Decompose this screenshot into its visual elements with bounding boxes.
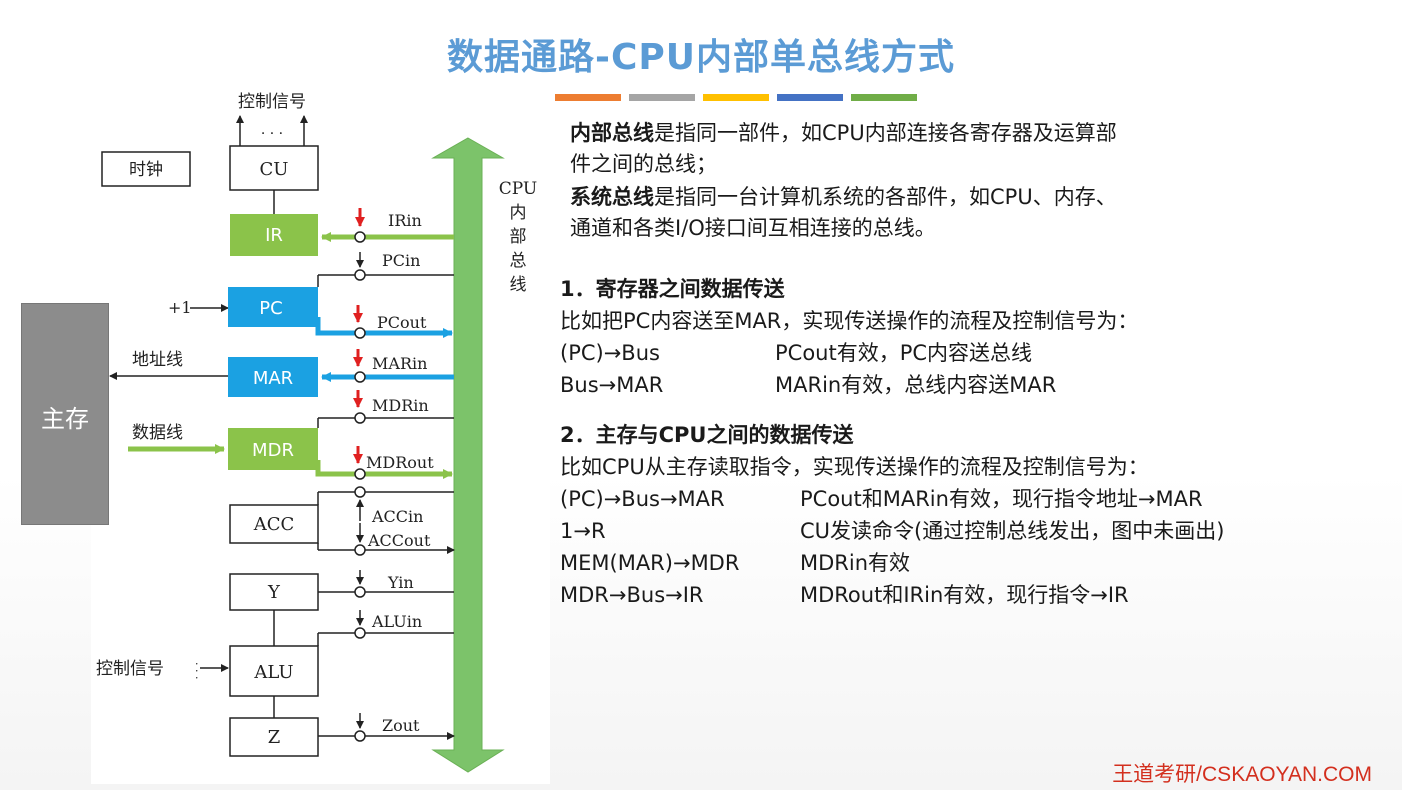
section2-row-1: (PC)→Bus→MAR PCout和MARin有效，现行指令地址→MAR — [560, 484, 1380, 515]
section1-row-2: Bus→MAR MARin有效，总线内容送MAR — [560, 370, 1260, 401]
system-bus-def-2: 通道和各类I/O接口间互相连接的总线。 — [570, 216, 936, 240]
section2-desc-1: PCout和MARin有效，现行指令地址→MAR — [800, 487, 1203, 511]
internal-bus-def-1: 是指同一部件，如CPU内部连接各寄存器及运算部 — [654, 121, 1117, 145]
section1-step-2: Bus→MAR — [560, 373, 664, 397]
section2-step-1: (PC)→Bus→MAR — [560, 487, 725, 511]
section2-row-2: 1→R CU发读命令(通过控制总线发出，图中未画出) — [560, 516, 1380, 547]
section2-desc-2: CU发读命令(通过控制总线发出，图中未画出) — [800, 519, 1225, 543]
accent-bar-orange — [555, 94, 621, 101]
section2-row-4: MDR→Bus→IR MDRout和IRin有效，现行指令→IR — [560, 580, 1380, 611]
section1-desc-2: MARin有效，总线内容送MAR — [775, 373, 1057, 397]
section2-step-3: MEM(MAR)→MDR — [560, 551, 740, 575]
accent-bar-blue — [777, 94, 843, 101]
footer-brand: 王道考研/CSKAOYAN.COM — [1112, 763, 1372, 786]
system-bus-term: 系统总线 — [570, 185, 654, 209]
internal-bus-definition: 内部总线是指同一部件，如CPU内部连接各寄存器及运算部 件之间的总线； — [570, 118, 1270, 180]
system-bus-def-1: 是指同一台计算机系统的各部件，如CPU、内存、 — [654, 185, 1117, 209]
main-memory-block: 主存 — [21, 303, 109, 525]
section1-desc-1: PCout有效，PC内容送总线 — [775, 341, 1033, 365]
main-memory-label: 主存 — [41, 405, 89, 433]
section1-intro: 比如把PC内容送至MAR，实现传送操作的流程及控制信号为： — [560, 309, 1139, 333]
internal-bus-def-2: 件之间的总线； — [570, 152, 717, 176]
internal-bus-line-1: 内部总线是指同一部件，如CPU内部连接各寄存器及运算部 — [570, 118, 1270, 149]
system-bus-line-1: 系统总线是指同一台计算机系统的各部件，如CPU、内存、 — [570, 182, 1270, 213]
section2-row-3: MEM(MAR)→MDR MDRin有效 — [560, 548, 1380, 579]
section2-step-2: 1→R — [560, 519, 606, 543]
accent-bar-green — [851, 94, 917, 101]
section2-step-4: MDR→Bus→IR — [560, 583, 704, 607]
section2-heading: 2．主存与CPU之间的数据传送 — [560, 423, 854, 447]
diagram-panel — [91, 82, 550, 784]
accent-bar-gray — [629, 94, 695, 101]
page-title: 数据通路-CPU内部单总线方式 — [447, 37, 955, 78]
accent-bar-yellow — [703, 94, 769, 101]
section1-row-1: (PC)→Bus PCout有效，PC内容送总线 — [560, 338, 1260, 369]
section2-desc-4: MDRout和IRin有效，现行指令→IR — [800, 583, 1129, 607]
section2-intro: 比如CPU从主存读取指令，实现传送操作的流程及控制信号为： — [560, 455, 1149, 479]
section1-step-1: (PC)→Bus — [560, 341, 660, 365]
system-bus-definition: 系统总线是指同一台计算机系统的各部件，如CPU、内存、 通道和各类I/O接口间互… — [570, 182, 1270, 244]
section1-heading: 1．寄存器之间数据传送 — [560, 277, 785, 301]
section2-desc-3: MDRin有效 — [800, 551, 911, 575]
internal-bus-term: 内部总线 — [570, 121, 654, 145]
